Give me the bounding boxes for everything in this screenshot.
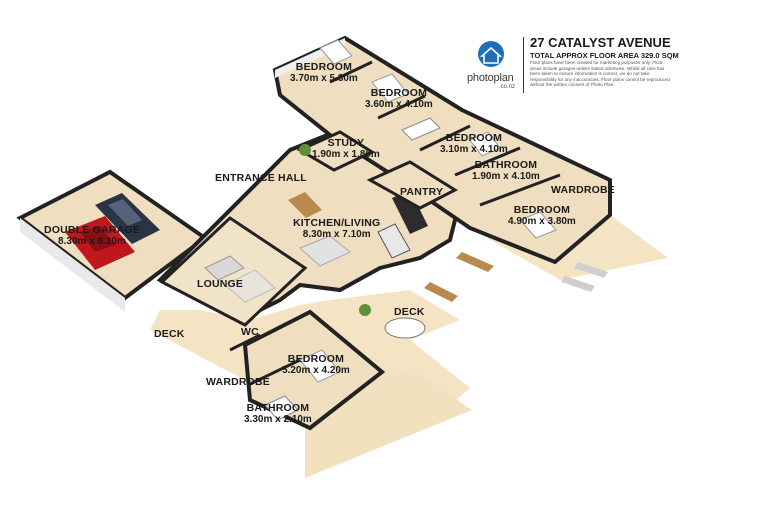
bed-icon-4	[519, 211, 557, 239]
bed-icon-1	[319, 39, 353, 65]
plant-icon	[299, 144, 311, 156]
room-dimensions: 3.30m x 2.10m	[244, 414, 312, 425]
room-name: LOUNGE	[197, 278, 244, 290]
room-dimensions: 4.90m x 3.80m	[508, 216, 576, 227]
bed-icon-5	[299, 349, 341, 383]
kitchen-island-icon	[377, 223, 411, 259]
room-name: WARDROBE	[551, 184, 616, 196]
bathtub-icon	[401, 117, 441, 141]
bed-icon-2	[371, 73, 409, 103]
room-label-deck-right: DECK	[394, 307, 425, 318]
pantry-floor	[366, 160, 459, 210]
room-dimensions: 1.90m x 4.10m	[472, 171, 540, 182]
room-dimensions: 3.60m x 4.10m	[365, 99, 433, 110]
room-label-lounge: LOUNGE	[197, 279, 243, 290]
room-label-kitchen-living: KITCHEN/LIVING 8.30m x 7.10m	[293, 217, 381, 241]
room-dimensions: 1.90m x 1.80m	[312, 149, 380, 160]
room-name: DECK	[154, 328, 185, 340]
room-label-bedroom-3: BEDROOM 3.10m x 4.10m	[440, 132, 508, 156]
room-label-pantry: PANTRY	[400, 187, 443, 198]
room-dimensions: 5.20m x 4.20m	[282, 365, 350, 376]
room-name: DECK	[394, 306, 425, 318]
rug-icon	[224, 269, 276, 303]
study-floor	[296, 130, 376, 172]
room-name: BEDROOM	[287, 353, 345, 365]
room-name: WARDROBE	[206, 376, 271, 388]
room-label-bathroom-2: BATHROOM 3.30m x 2.10m	[244, 402, 312, 426]
room-dimensions: 8.30m x 6.10m	[58, 236, 126, 247]
disclaimer-text: Floor plans have been created for market…	[530, 60, 670, 88]
outdoor-table-icon	[384, 317, 426, 339]
logo-name: photoplan	[467, 72, 514, 84]
room-name: PANTRY	[400, 186, 444, 198]
room-label-bedroom-4: BEDROOM 4.90m x 3.80m	[508, 204, 576, 228]
room-name: BEDROOM	[445, 132, 503, 144]
room-name: WC	[241, 326, 259, 338]
logo-suffix: .co.nz	[499, 84, 516, 90]
room-name: BATHROOM	[246, 402, 310, 414]
room-name: KITCHEN/LIVING	[293, 217, 381, 229]
lounger-icon-1	[574, 262, 608, 278]
room-name: BATHROOM	[474, 159, 538, 171]
bench-icon-1	[424, 282, 458, 302]
dining-table-icon	[288, 192, 322, 218]
room-dimensions: 3.70m x 5.30m	[290, 73, 358, 84]
floor-area: TOTAL APPROX FLOOR AREA 329.0 SQM	[530, 51, 679, 60]
room-label-entrance-hall: ENTRANCE HALL	[215, 173, 307, 184]
room-label-deck-left: DECK	[154, 329, 185, 340]
room-label-bedroom-5: BEDROOM 5.20m x 4.20m	[282, 353, 350, 377]
shower-icon	[264, 395, 299, 421]
garage-wall-face	[20, 218, 125, 312]
sofa-icon	[204, 255, 245, 281]
room-dimensions: 3.10m x 4.10m	[440, 144, 508, 155]
dark-suv-icon	[95, 193, 160, 244]
room-name: ENTRANCE HALL	[215, 172, 307, 184]
lounger-icon-2	[561, 276, 595, 292]
room-label-study: STUDY 1.90m x 1.80m	[312, 137, 380, 161]
bed-icon-3	[469, 131, 501, 157]
header-divider	[523, 37, 524, 93]
room-label-wc: WC	[241, 327, 259, 338]
room-label-double-garage: DOUBLE GARAGE 8.30m x 6.10m	[44, 224, 140, 248]
property-address: 27 CATALYST AVENUE	[530, 35, 671, 50]
house-logo-icon	[478, 41, 504, 67]
room-label-bedroom-1: BEDROOM 3.70m x 5.30m	[290, 61, 358, 85]
room-name: DOUBLE GARAGE	[44, 224, 140, 236]
room-label-bedroom-2: BEDROOM 3.60m x 4.10m	[365, 87, 433, 111]
room-label-bathroom-1: BATHROOM 1.90m x 4.10m	[472, 159, 540, 183]
bench-icon-2	[456, 252, 494, 272]
bedroom-wing-floor	[272, 35, 612, 265]
room-label-wardrobe-1: WARDROBE	[551, 185, 615, 196]
kitchen-bench-icon	[392, 190, 428, 234]
sofa-living-icon	[299, 235, 351, 267]
red-car-icon	[65, 216, 135, 270]
room-dimensions: 8.30m x 7.10m	[302, 229, 371, 240]
deck-plant-icon	[359, 304, 371, 316]
room-name: BEDROOM	[295, 61, 353, 73]
room-name: BEDROOM	[370, 87, 428, 99]
room-label-wardrobe-2: WARDROBE	[206, 377, 270, 388]
room-name: STUDY	[327, 137, 365, 149]
room-name: BEDROOM	[513, 204, 571, 216]
